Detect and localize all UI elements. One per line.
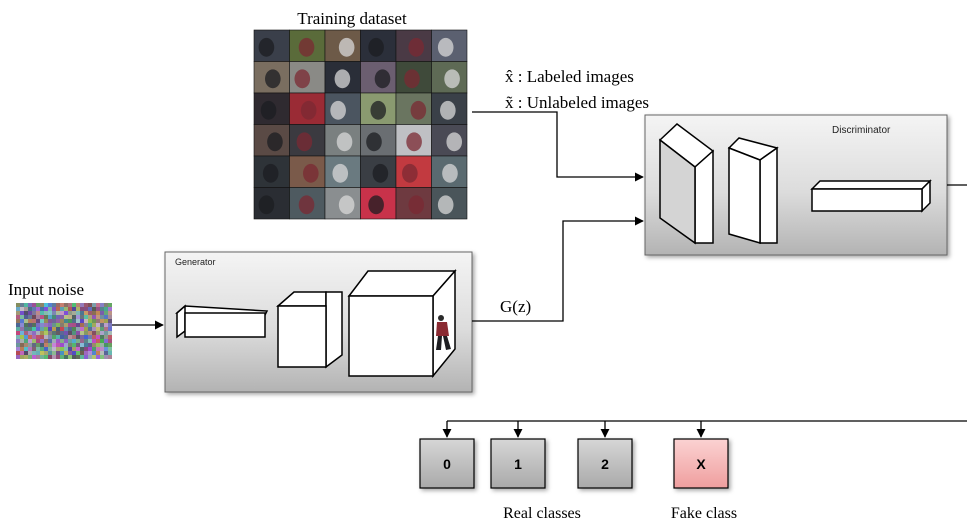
dataset-thumbnail (253, 29, 290, 62)
generator-block: Generator (164, 251, 473, 393)
dataset-thumbnail (395, 124, 432, 157)
dataset-title: Training dataset (297, 9, 407, 28)
gz-label: G(z) (500, 297, 531, 316)
dataset-thumbnail (360, 124, 397, 157)
dataset-thumbnail (360, 155, 397, 188)
dataset-thumbnail (253, 61, 290, 94)
dataset-thumbnail (360, 61, 397, 94)
unlabeled-images-label: x̃ : Unlabeled images (505, 93, 649, 112)
dataset-thumbnail (431, 29, 468, 62)
class-label: 2 (601, 456, 609, 472)
generated-person-image (436, 315, 451, 350)
dataset-thumbnail (253, 155, 290, 188)
dataset-thumbnail (324, 187, 361, 220)
dataset-thumbnail (253, 124, 290, 157)
class-box-0: 0 (419, 438, 475, 489)
discriminator-block: Discriminator (644, 114, 948, 256)
dataset-thumbnail (289, 92, 326, 125)
dataset-thumbnail (431, 61, 468, 94)
dataset-thumbnail (431, 187, 468, 220)
dataset-thumbnail (431, 92, 468, 125)
generator-layer-1 (175, 304, 269, 339)
dataset-thumbnail (431, 155, 468, 188)
discriminator-layer-3 (810, 179, 932, 213)
generator-to-discriminator-arrow (472, 216, 644, 322)
generator-label: Generator (175, 257, 216, 267)
dataset-thumbnail (395, 187, 432, 220)
labeled-images-label: x̂ : Labeled images (505, 67, 634, 86)
dataset-thumbnail (289, 187, 326, 220)
fake-class-caption: Fake class (671, 505, 737, 522)
generator-layer-2 (276, 291, 343, 369)
dataset-thumbnail (289, 155, 326, 188)
class-label: 1 (514, 456, 522, 472)
dataset-thumbnail (431, 124, 468, 157)
dataset-thumbnail (324, 61, 361, 94)
output-classes: 0 1 2 X (419, 438, 729, 489)
dataset-thumbnail (324, 155, 361, 188)
dataset-thumbnail (360, 187, 397, 220)
input-noise-label: Input noise (8, 280, 84, 299)
dataset-thumbnail (324, 29, 361, 62)
real-classes-caption: Real classes (503, 505, 581, 522)
dataset-thumbnail (253, 92, 290, 125)
class-label: X (696, 456, 706, 472)
training-dataset-grid (253, 29, 468, 220)
dataset-thumbnail (289, 124, 326, 157)
dataset-thumbnail (289, 29, 326, 62)
dataset-thumbnail (395, 61, 432, 94)
generator-layer-3 (347, 269, 457, 379)
discriminator-layer-2 (727, 137, 779, 244)
connectors (112, 111, 967, 438)
dataset-thumbnail (395, 92, 432, 125)
class-label: 0 (443, 456, 451, 472)
dataset-thumbnail (324, 92, 361, 125)
dataset-thumbnail (395, 29, 432, 62)
dataset-thumbnail (395, 155, 432, 188)
dataset-thumbnail (360, 29, 397, 62)
dataset-to-discriminator-arrow (472, 111, 644, 182)
class-box-1: 1 (490, 438, 546, 489)
dataset-thumbnail (289, 61, 326, 94)
class-box-2: 2 (577, 438, 633, 489)
discriminator-layer-1 (658, 123, 715, 245)
dataset-thumbnail (253, 187, 290, 220)
dataset-thumbnail (324, 124, 361, 157)
dataset-thumbnail (360, 92, 397, 125)
input-noise-image (16, 303, 112, 359)
discriminator-label: Discriminator (832, 125, 891, 136)
class-box-fake: X (673, 438, 729, 489)
